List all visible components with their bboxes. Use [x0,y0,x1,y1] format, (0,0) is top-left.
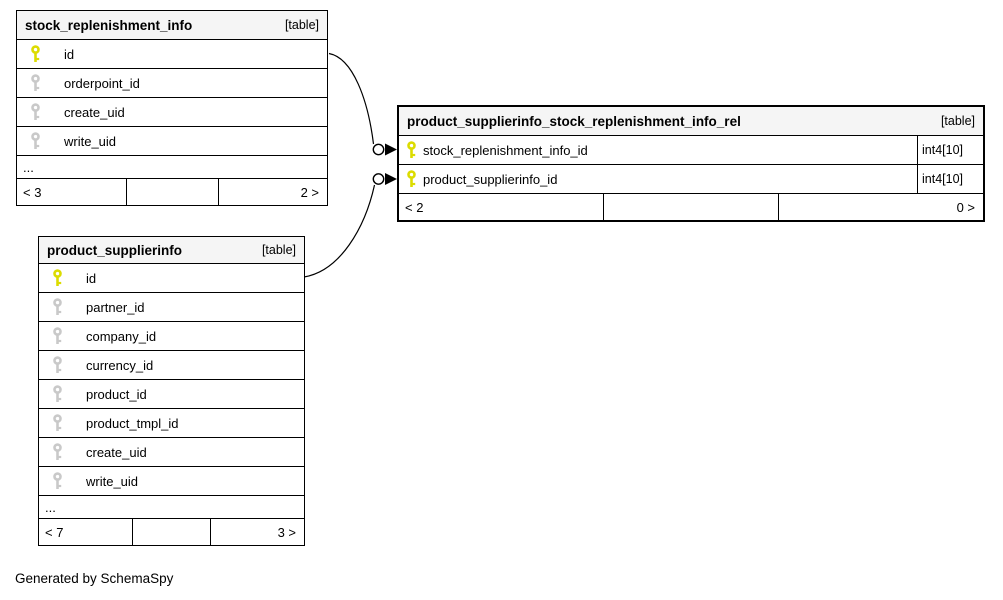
reference-key-icon [53,471,62,489]
column-row-currency-id[interactable]: currency_id [39,351,304,380]
reference-key-icon [53,413,62,431]
pager-left-count: < 7 [45,524,64,540]
column-row-write-uid[interactable]: write_uid [17,127,327,156]
column-row-id[interactable]: id [39,264,304,293]
column-row-create-uid[interactable]: create_uid [39,438,304,467]
generated-by-note: Generated by SchemaSpy [15,571,174,586]
column-name: partner_id [86,299,145,315]
table-title: stock_replenishment_info [25,17,193,33]
table-pager: < 7 3 > [39,519,304,545]
reference-key-icon [53,326,62,344]
pager-right-count: 3 > [277,524,296,540]
column-row-product-supplierinfo-id[interactable]: product_supplierinfo_id int4[10] [399,165,983,194]
table-type-badge: [table] [261,243,296,257]
table-title: product_supplierinfo [47,242,182,258]
column-name: write_uid [86,473,139,489]
column-row-id[interactable]: id [17,40,327,69]
reference-key-icon [53,355,62,373]
primary-key-icon [407,140,416,158]
column-type: int4[10] [917,165,983,193]
table-type-badge: [table] [284,18,319,32]
column-name: orderpoint_id [64,75,140,91]
column-row-partner-id[interactable]: partner_id [39,293,304,322]
table-header[interactable]: stock_replenishment_info [table] [17,11,327,40]
pager-divider [125,179,219,205]
table-stock-replenishment-info[interactable]: stock_replenishment_info [table] id orde… [16,10,328,206]
reference-key-icon [53,297,62,315]
column-name: product_supplierinfo_id [423,171,558,187]
primary-key-icon [31,44,40,62]
column-name: currency_id [86,357,154,373]
reference-key-icon [31,102,40,120]
table-pager: < 3 2 > [17,179,327,205]
primary-key-icon [407,169,416,187]
column-name: write_uid [64,133,117,149]
truncated-columns-indicator: ... [39,496,304,519]
arrowhead-icon [385,143,397,156]
cardinality-circle-icon [372,143,385,156]
pager-left-count: < 3 [23,184,42,200]
truncated-columns-indicator: ... [17,156,327,179]
table-product-supplierinfo-stock-replenishment-info-rel[interactable]: product_supplierinfo_stock_replenishment… [397,105,985,222]
reference-key-icon [31,131,40,149]
cardinality-circle-icon [372,173,385,185]
column-row-company-id[interactable]: company_id [39,322,304,351]
column-name: create_uid [86,444,147,460]
column-row-create-uid[interactable]: create_uid [17,98,327,127]
pager-divider [603,194,779,220]
column-row-product-tmpl-id[interactable]: product_tmpl_id [39,409,304,438]
column-row-product-id[interactable]: product_id [39,380,304,409]
column-name: product_tmpl_id [86,415,179,431]
column-row-stock-replenishment-info-id[interactable]: stock_replenishment_info_id int4[10] [399,136,983,165]
table-product-supplierinfo[interactable]: product_supplierinfo [table] id partner_… [38,236,305,546]
pager-right-count: 0 > [956,199,975,215]
reference-key-icon [31,73,40,91]
table-title: product_supplierinfo_stock_replenishment… [407,113,741,129]
column-name: product_id [86,386,147,402]
column-row-write-uid[interactable]: write_uid [39,467,304,496]
column-name: id [64,46,75,62]
reference-key-icon [53,384,62,402]
column-type: int4[10] [917,136,983,164]
table-header[interactable]: product_supplierinfo [table] [39,237,304,264]
table-pager: < 2 0 > [399,194,983,220]
column-name: company_id [86,328,157,344]
pager-right-count: 2 > [300,184,319,200]
table-header[interactable]: product_supplierinfo_stock_replenishment… [399,107,983,136]
column-name: id [86,270,97,286]
pager-left-count: < 2 [405,199,424,215]
table-type-badge: [table] [940,114,975,128]
edge-stock-replenishment-info-id [328,52,397,156]
primary-key-icon [53,268,62,286]
arrowhead-icon [385,173,397,185]
pager-divider [131,519,212,545]
column-name: create_uid [64,104,125,120]
column-name: stock_replenishment_info_id [423,142,588,158]
column-row-orderpoint-id[interactable]: orderpoint_id [17,69,327,98]
reference-key-icon [53,442,62,460]
